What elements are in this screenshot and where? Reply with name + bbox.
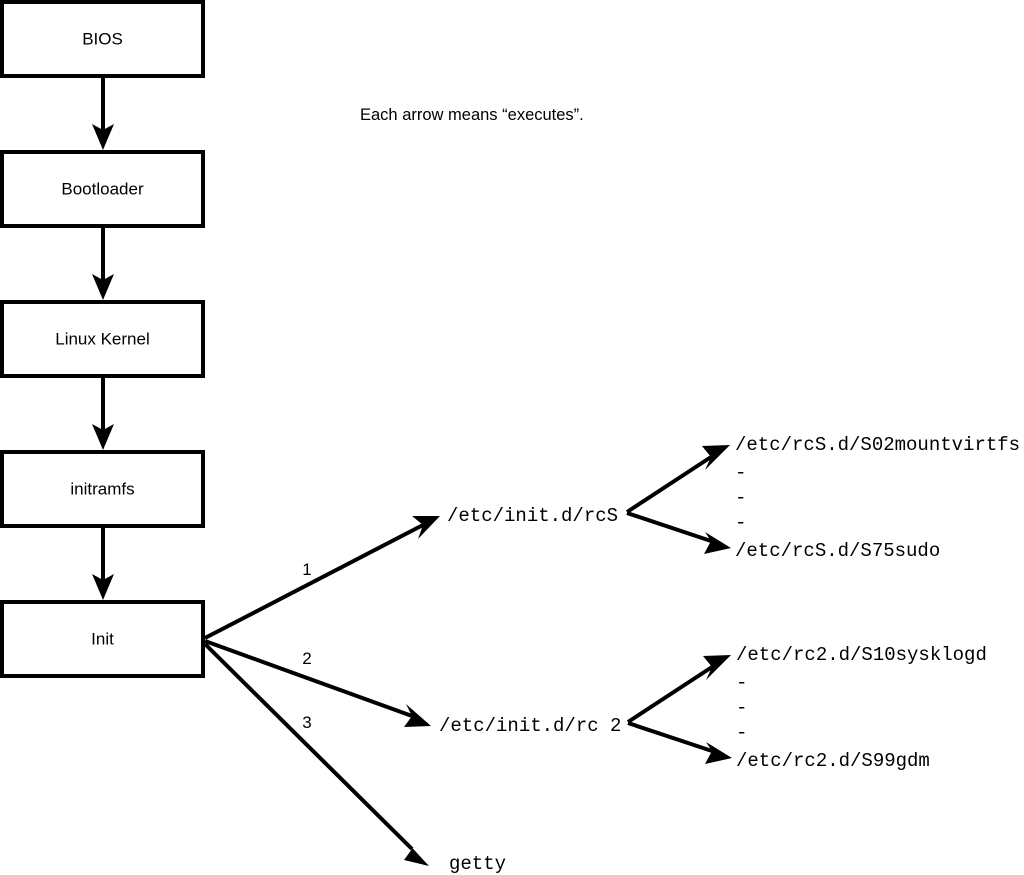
branch-number-1: 1 [302,560,311,579]
stage-box-bios-label: BIOS [82,29,123,48]
arrow-kernel-to-initramfs [92,376,114,450]
rcs-ellipsis-dash-3: - [735,512,746,534]
rc2-ellipsis-dash-1: - [736,672,747,694]
arrow-initramfs-to-init [92,526,114,600]
arrow-init-to-getty [203,642,429,866]
arrow-bootloader-to-kernel [92,226,114,300]
stage-box-linux-kernel[interactable]: Linux Kernel [0,300,205,378]
label-rcs-last-script[interactable]: /etc/rcS.d/S75sudo [735,540,940,562]
arrow-init-to-rc2 [204,639,431,727]
arrow-bios-to-bootloader [92,76,114,150]
stage-box-initramfs-rect [0,450,205,528]
label-rc2-first-script[interactable]: /etc/rc2.d/S10sysklogd [736,644,987,666]
stage-box-initramfs-label: initramfs [70,479,134,498]
stage-box-initramfs[interactable]: initramfs [0,450,205,528]
rc2-ellipsis-dash-3: - [736,722,747,744]
stage-box-init[interactable]: Init [0,600,205,678]
rcs-ellipsis-dash-1: - [735,462,746,484]
legend-note: Each arrow means “executes”. [360,106,584,124]
stage-box-init-label: Init [91,629,114,648]
label-rc2-last-script[interactable]: /etc/rc2.d/S99gdm [736,750,930,772]
stage-box-bios[interactable]: BIOS [0,0,205,78]
stage-box-init-rect [0,600,205,678]
label-getty[interactable]: getty [449,853,506,875]
stage-box-bootloader-label: Bootloader [61,179,144,198]
stage-box-linux-kernel-label: Linux Kernel [55,329,150,348]
stage-box-bios-rect [0,0,205,78]
stage-box-bootloader[interactable]: Bootloader [0,150,205,228]
rc2-ellipsis-dash-2: - [736,697,747,719]
arrow-rcs-to-last-script [626,511,731,554]
label-etc-init-d-rc2[interactable]: /etc/init.d/rc 2 [439,715,621,737]
rcs-ellipsis-dash-2: - [735,487,746,509]
branch-number-2: 2 [302,649,311,668]
arrow-rcs-to-first-script [625,445,730,514]
label-etc-init-d-rcs[interactable]: /etc/init.d/rcS [447,505,618,527]
arrow-init-to-rcs [204,516,440,640]
label-rcs-first-script[interactable]: /etc/rcS.d/S02mountvirtfs [735,434,1020,456]
branch-number-3: 3 [302,713,311,732]
arrow-rc2-to-first-script [626,655,731,724]
arrow-rc2-to-last-script [627,721,732,764]
